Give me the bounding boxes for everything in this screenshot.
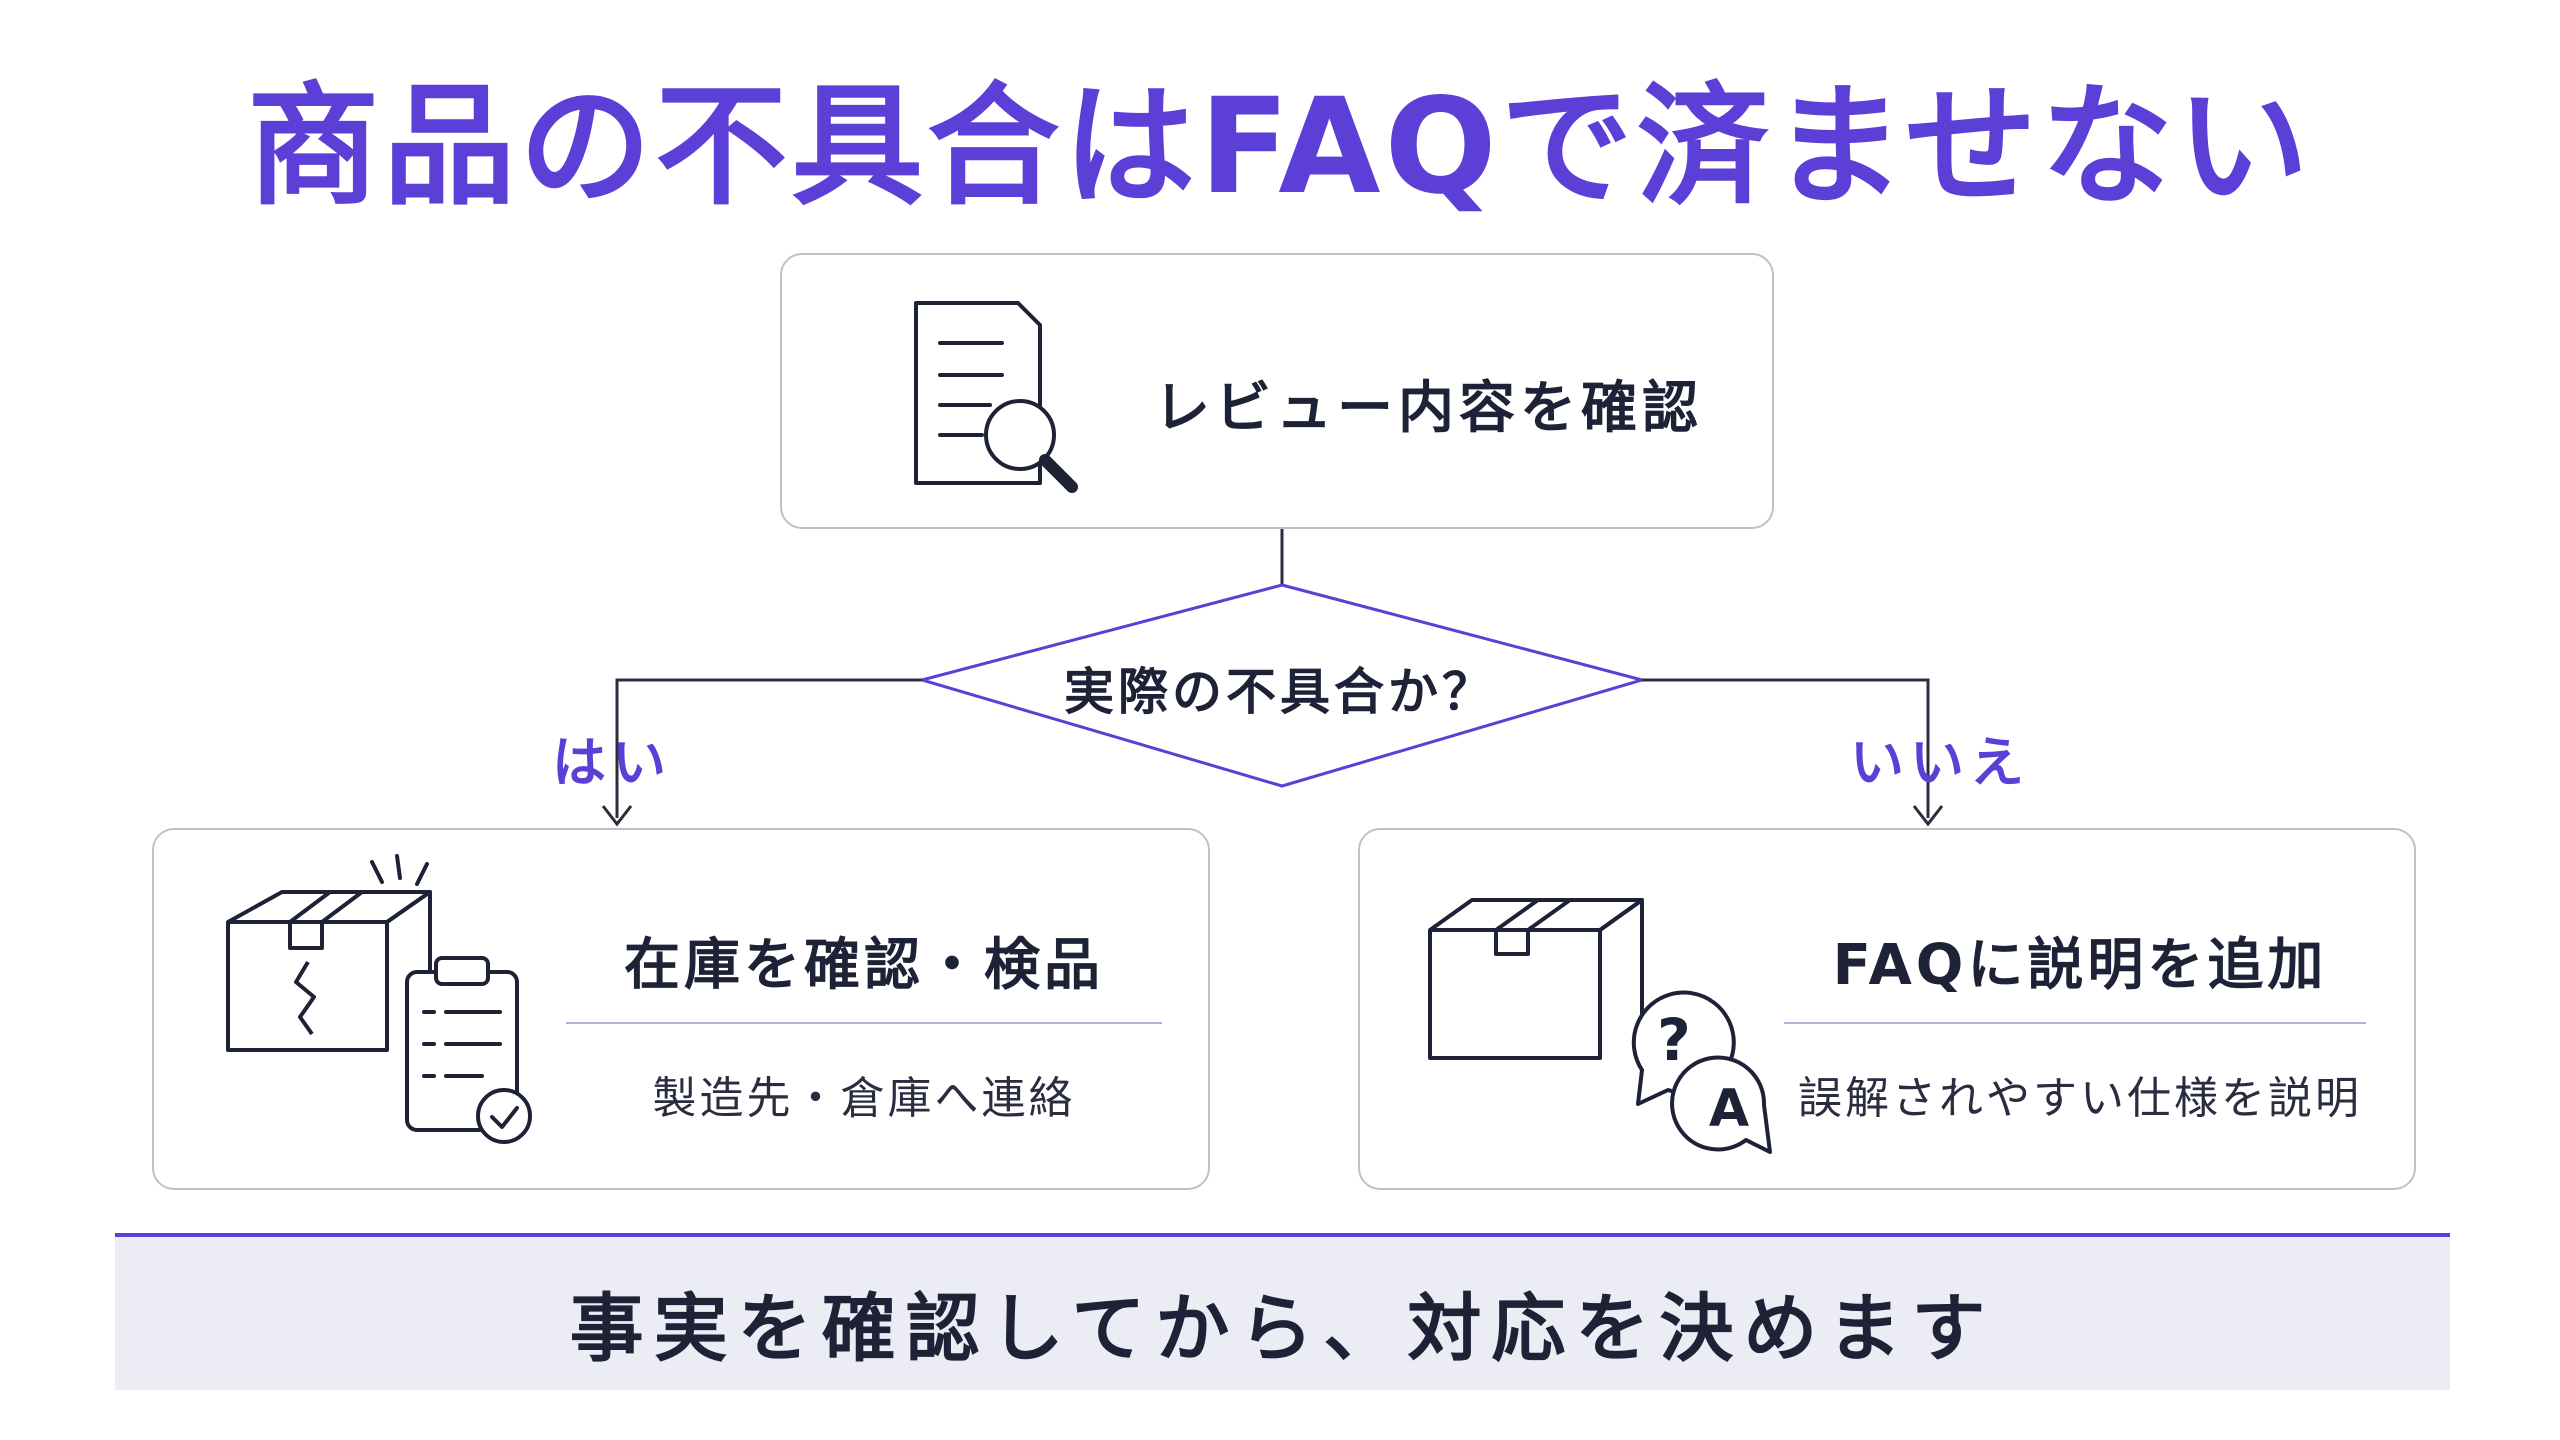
- step-faq-box: ? A FAQに説明を追加 誤解されやすい仕様を説明: [1358, 828, 2416, 1190]
- footer-message: 事実を確認してから、対応を決めます: [569, 1286, 1996, 1372]
- step-inspect-subtitle: 製造先・倉庫へ連絡: [652, 1073, 1076, 1124]
- step-inspect-box: 在庫を確認・検品 製造先・倉庫へ連絡: [152, 828, 1210, 1190]
- arrow-yes-head: [601, 805, 633, 827]
- document-search-icon: [914, 301, 1078, 493]
- decision-diamond: [916, 583, 1648, 788]
- step-faq-divider: [1784, 1022, 2366, 1024]
- page-title: 商品の不具合はFAQで済ませない: [247, 70, 2313, 224]
- footer-band: 事実を確認してから、対応を決めます: [115, 1237, 2450, 1390]
- damaged-box-clipboard-icon: [226, 854, 532, 1144]
- step-inspect-title: 在庫を確認・検品: [624, 933, 1104, 998]
- arrow-no-head: [1912, 805, 1944, 827]
- svg-text:?: ?: [1657, 1006, 1691, 1074]
- connector-no: [1642, 678, 1930, 818]
- branch-label-yes: はい: [552, 731, 672, 794]
- connector-yes: [615, 678, 922, 818]
- box-question-answer-icon: ? A: [1428, 898, 1772, 1154]
- branch-label-no: いいえ: [1850, 731, 2030, 794]
- step-review-box: レビュー内容を確認: [780, 253, 1774, 529]
- step-review-label: レビュー内容を確認: [1154, 376, 1703, 441]
- step-inspect-divider: [566, 1022, 1162, 1024]
- footer-rule: [115, 1233, 2450, 1237]
- step-faq-title: FAQに説明を追加: [1832, 933, 2328, 998]
- decision-question: 実際の不具合か？: [1064, 663, 1496, 721]
- svg-text:A: A: [1709, 1079, 1749, 1139]
- step-faq-subtitle: 誤解されやすい仕様を説明: [1798, 1073, 2362, 1124]
